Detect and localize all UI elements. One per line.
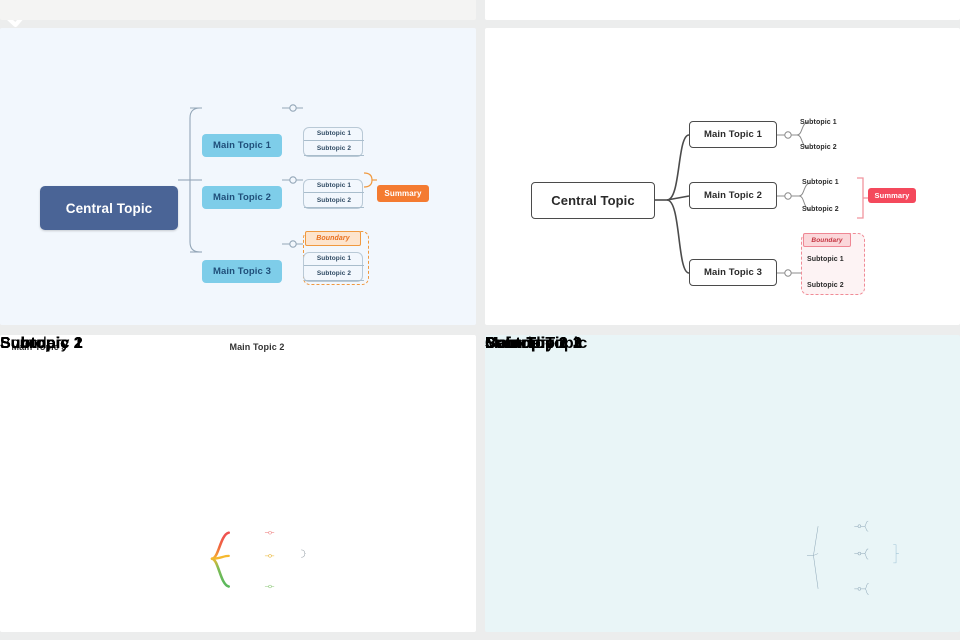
mindmap-theme-blue-flat[interactable]: Central Topic Main Topic 1 Main Topic 2 … xyxy=(0,28,476,325)
main-topic-1-node[interactable]: Main Topic 1 xyxy=(202,134,282,157)
subtopic-2-node[interactable]: Subtopic 2 xyxy=(304,194,364,208)
summary-badge[interactable]: Summary xyxy=(485,335,555,352)
main-topic-3-node[interactable]: Main Topic 3 xyxy=(689,259,777,286)
subtopic-2-node[interactable]: Subtopic 2 xyxy=(800,143,837,151)
subtopic-group-3: Subtopic 1 Subtopic 2 xyxy=(303,252,364,282)
panel-fragment-top-right[interactable] xyxy=(485,0,960,20)
main-topic-2-node[interactable]: Main Topic 2 xyxy=(689,182,777,209)
subtopic-group-2: Subtopic 1 Subtopic 2 xyxy=(303,179,364,209)
subtopic-1-node[interactable]: Subtopic 1 xyxy=(485,335,568,352)
mindmap-theme-rainbow[interactable]: Central Topic Main Topic 1 Main Topic 2 … xyxy=(0,335,476,632)
subtopic-1-node[interactable]: Subtopic 1 xyxy=(304,127,364,141)
summary-badge[interactable]: Summary xyxy=(868,188,916,203)
main-topic-3-node[interactable]: Main Topic 3 xyxy=(202,260,282,283)
subtopic-2-node[interactable]: Subtopic 2 xyxy=(304,142,364,156)
subtopic-1-node[interactable]: Subtopic 1 xyxy=(0,335,83,352)
boundary-label[interactable]: Boundary xyxy=(305,231,361,246)
subtopic-1-node[interactable]: Subtopic 1 xyxy=(807,255,844,263)
central-topic-node[interactable]: Central Topic xyxy=(531,182,655,219)
subtopic-1-node[interactable]: Subtopic 1 xyxy=(800,118,837,126)
subtopic-2-node[interactable]: Subtopic 2 xyxy=(802,205,839,213)
main-topic-3-node[interactable]: Main Topic 3 xyxy=(0,335,78,359)
subtopic-2-node[interactable]: Subtopic 2 xyxy=(0,335,83,352)
subtopic-2-node[interactable]: Subtopic 2 xyxy=(485,335,568,352)
subtopic-2-node[interactable]: Subtopic 2 xyxy=(304,267,364,281)
subtopic-1-node[interactable]: Subtopic 1 xyxy=(304,252,364,266)
central-topic-node[interactable]: Central Topic xyxy=(40,186,178,230)
subtopic-2-node[interactable]: Subtopic 2 xyxy=(807,281,844,289)
connector-lines-panel-3 xyxy=(210,531,306,589)
subtopic-1-node[interactable]: Subtopic 1 xyxy=(485,335,568,352)
main-topic-2-node[interactable]: Main Topic 2 xyxy=(485,335,582,352)
main-topic-3-node[interactable]: Main Topic 3 xyxy=(485,335,582,352)
summary-badge[interactable]: Summary xyxy=(0,335,70,352)
subtopic-group-1: Subtopic 1 Subtopic 2 xyxy=(303,127,364,157)
boundary-label[interactable]: Boundary xyxy=(803,233,851,247)
subtopic-1-node[interactable]: Subtopic 1 xyxy=(485,335,568,352)
main-topic-2-node[interactable]: Main Topic 2 xyxy=(202,186,282,209)
main-topic-1-node[interactable]: Main Topic 1 xyxy=(485,335,582,352)
central-topic-node[interactable]: Central Topic xyxy=(485,335,588,352)
subtopic-1-node[interactable]: Subtopic 1 xyxy=(802,178,839,186)
subtopic-2-node[interactable]: Subtopic 2 xyxy=(0,335,83,352)
boundary-label[interactable]: Boundary xyxy=(485,335,555,352)
main-topic-2-node[interactable]: Main Topic 2 xyxy=(218,335,296,359)
subtopic-1-node[interactable]: Subtopic 1 xyxy=(0,335,83,352)
panel-fragment-top-left[interactable] xyxy=(0,0,476,20)
subtopic-1-node[interactable]: Subtopic 1 xyxy=(304,179,364,193)
subtopic-2-node[interactable]: Subtopic 2 xyxy=(485,335,568,352)
mindmap-theme-outline-red[interactable]: Central Topic Main Topic 1 Main Topic 2 … xyxy=(485,28,960,325)
subtopic-2-node[interactable]: Subtopic 2 xyxy=(0,335,83,352)
connector-lines-panel-4 xyxy=(806,520,899,595)
subtopic-1-node[interactable]: Subtopic 1 xyxy=(0,335,83,352)
main-topic-1-node[interactable]: Main Topic 1 xyxy=(689,121,777,148)
subtopic-2-node[interactable]: Subtopic 2 xyxy=(485,335,568,352)
summary-badge[interactable]: Summary xyxy=(377,185,429,202)
mindmap-theme-soft-cyan[interactable]: Central Topic Main Topic 1 Main Topic 2 … xyxy=(485,335,960,632)
boundary-label[interactable]: Boundary xyxy=(0,335,70,352)
